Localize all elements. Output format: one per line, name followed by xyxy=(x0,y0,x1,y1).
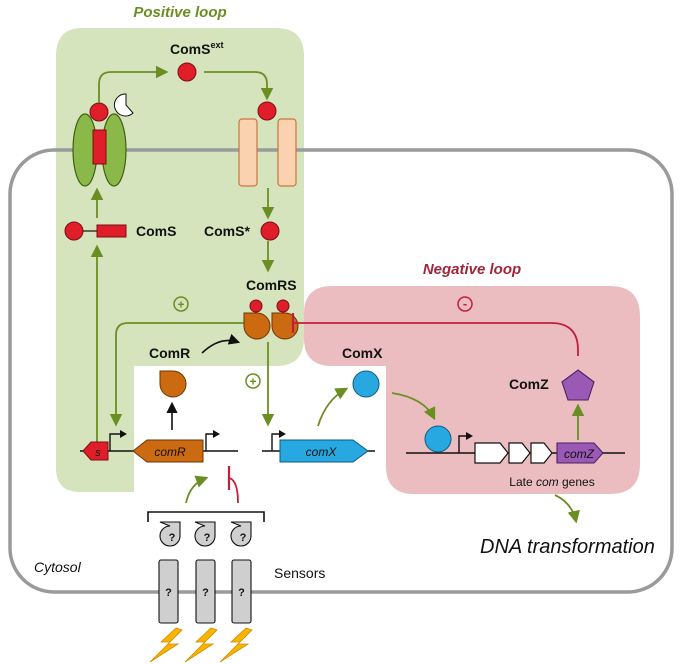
comrs-coms-left xyxy=(249,299,263,313)
comr-label: ComR xyxy=(149,345,190,361)
coms-in-exporter xyxy=(92,129,107,165)
sensors-label: Sensors xyxy=(274,565,325,581)
sensor-cyto-3 xyxy=(230,521,252,547)
coms-label: ComS xyxy=(136,223,176,239)
positive-loop-title: Positive loop xyxy=(133,4,226,21)
gene-comr xyxy=(132,439,204,463)
comx-translation-arrow xyxy=(317,387,349,427)
svg-text:comZ: comZ xyxy=(564,447,595,461)
svg-text:-: - xyxy=(463,296,467,311)
comz-label: ComZ xyxy=(509,376,549,392)
promoter-comr-flag xyxy=(213,430,220,438)
comx-label: ComX xyxy=(342,345,383,361)
promoter-comx xyxy=(271,433,279,451)
importer-left-subunit xyxy=(238,118,258,187)
late-com-genes-label: Late com genes xyxy=(509,475,594,489)
promoter-late-genes xyxy=(458,435,466,453)
comx-protein xyxy=(352,370,380,398)
sensor-membrane-2 xyxy=(195,559,216,624)
svg-text:?: ? xyxy=(204,532,211,544)
comrs-comr-right xyxy=(271,312,299,340)
plus-sign-lower xyxy=(245,373,261,389)
cell-membrane xyxy=(8,148,674,594)
svg-text:?: ? xyxy=(238,587,245,599)
minus-sign xyxy=(457,296,473,312)
plus-sign-upper xyxy=(173,296,189,312)
svg-text:+: + xyxy=(249,375,256,389)
negative-loop-title: Negative loop xyxy=(423,261,521,278)
sensor-bracket xyxy=(147,511,265,522)
dna-transformation-arrow xyxy=(554,494,580,524)
importer-right-subunit xyxy=(277,118,297,187)
comz-inhibits-comrs-line xyxy=(293,322,579,356)
coms-ext-peptide xyxy=(177,62,197,82)
late-gene-2 xyxy=(508,442,531,464)
promoter-s-flag xyxy=(120,430,127,438)
gene-comz xyxy=(556,442,604,464)
coms-ext-label: ComSext xyxy=(170,40,223,57)
sensor-cyto-1 xyxy=(159,521,181,547)
comrs-coms-right xyxy=(276,299,290,313)
dna-transformation-label: DNA transformation xyxy=(480,536,655,558)
comr-binding-arrow xyxy=(201,333,241,354)
late-gene-3 xyxy=(530,442,553,464)
coms-precursor-tail xyxy=(96,224,127,238)
sensor-membrane-1 xyxy=(158,559,179,624)
promoter-comx-flag xyxy=(279,430,286,438)
coms-star-label: ComS* xyxy=(204,223,250,239)
sensor-activation-arrow xyxy=(185,475,209,504)
sensor-repression-line xyxy=(228,477,239,504)
comz-protein xyxy=(561,369,595,401)
coms-at-importer xyxy=(257,101,277,121)
svg-text:?: ? xyxy=(165,587,172,599)
promoter-s xyxy=(109,433,120,451)
comx-bound-promoter xyxy=(424,425,452,453)
coms-exported-peptide xyxy=(89,102,109,122)
svg-text:comX: comX xyxy=(306,445,338,459)
promoter-late-flag xyxy=(466,432,473,440)
comrs-label: ComRS xyxy=(246,277,297,293)
coms-star-peptide xyxy=(260,221,280,241)
comx-to-late-genes-arrow xyxy=(391,392,436,421)
svg-text:s: s xyxy=(95,447,101,459)
import-arrow xyxy=(204,71,274,101)
promoter-comr xyxy=(205,433,213,451)
sensor-membrane-3 xyxy=(231,559,252,624)
gene-s xyxy=(82,441,109,461)
peptidase-icon xyxy=(114,93,134,117)
gene-comx xyxy=(279,439,369,463)
late-gene-1 xyxy=(474,442,509,464)
coms-precursor-head xyxy=(64,221,84,241)
negative-loop-region xyxy=(304,286,640,494)
sensor-cyto-2 xyxy=(194,521,216,547)
lightning-icon-2 xyxy=(184,627,218,663)
svg-text:?: ? xyxy=(169,532,176,544)
cytosol-label: Cytosol xyxy=(34,559,82,575)
comr-protein xyxy=(159,370,187,398)
comrs-activates-s-arrow xyxy=(109,322,254,427)
svg-text:comR: comR xyxy=(154,445,186,459)
svg-text:?: ? xyxy=(240,532,247,544)
export-arrow xyxy=(98,65,169,103)
lightning-icon-3 xyxy=(219,627,253,663)
comrs-comr-left xyxy=(243,312,271,340)
svg-text:+: + xyxy=(177,298,184,312)
lightning-icon-1 xyxy=(149,627,183,663)
svg-text:?: ? xyxy=(202,587,209,599)
